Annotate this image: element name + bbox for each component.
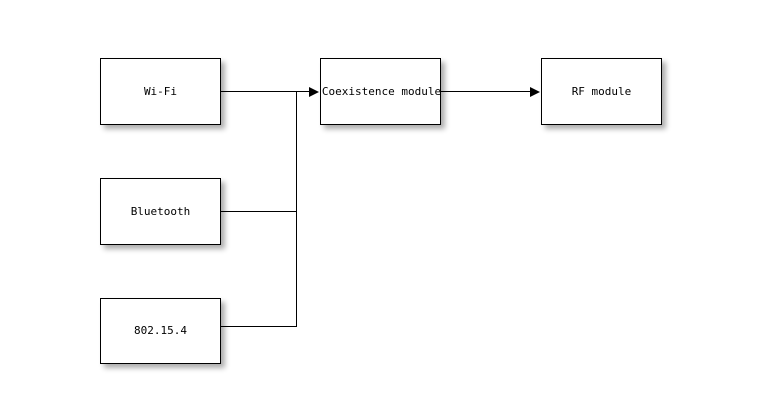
edge-trunk-vertical	[296, 91, 297, 327]
arrowhead-coexistence-input	[309, 87, 319, 97]
node-wifi-label: Wi-Fi	[143, 84, 178, 98]
node-rf-module[interactable]: RF module	[541, 58, 662, 125]
edge-zigbee-to-coexistence	[221, 326, 297, 327]
node-bluetooth[interactable]: Bluetooth	[100, 178, 221, 245]
edge-trunk-to-coexistence	[296, 91, 312, 92]
edge-bluetooth-to-coexistence	[221, 211, 297, 212]
node-coexistence-module-label: Coexistence module	[321, 84, 442, 98]
node-wifi[interactable]: Wi-Fi	[100, 58, 221, 125]
node-bluetooth-label: Bluetooth	[130, 204, 191, 218]
edge-wifi-to-coexistence	[221, 91, 297, 92]
node-802-15-4[interactable]: 802.15.4	[100, 298, 221, 364]
edge-coexistence-to-rf	[441, 91, 533, 92]
node-coexistence-module[interactable]: Coexistence module	[320, 58, 441, 125]
arrowhead-rf-input	[530, 87, 540, 97]
node-802-15-4-label: 802.15.4	[134, 324, 187, 337]
node-rf-module-label: RF module	[571, 84, 632, 98]
